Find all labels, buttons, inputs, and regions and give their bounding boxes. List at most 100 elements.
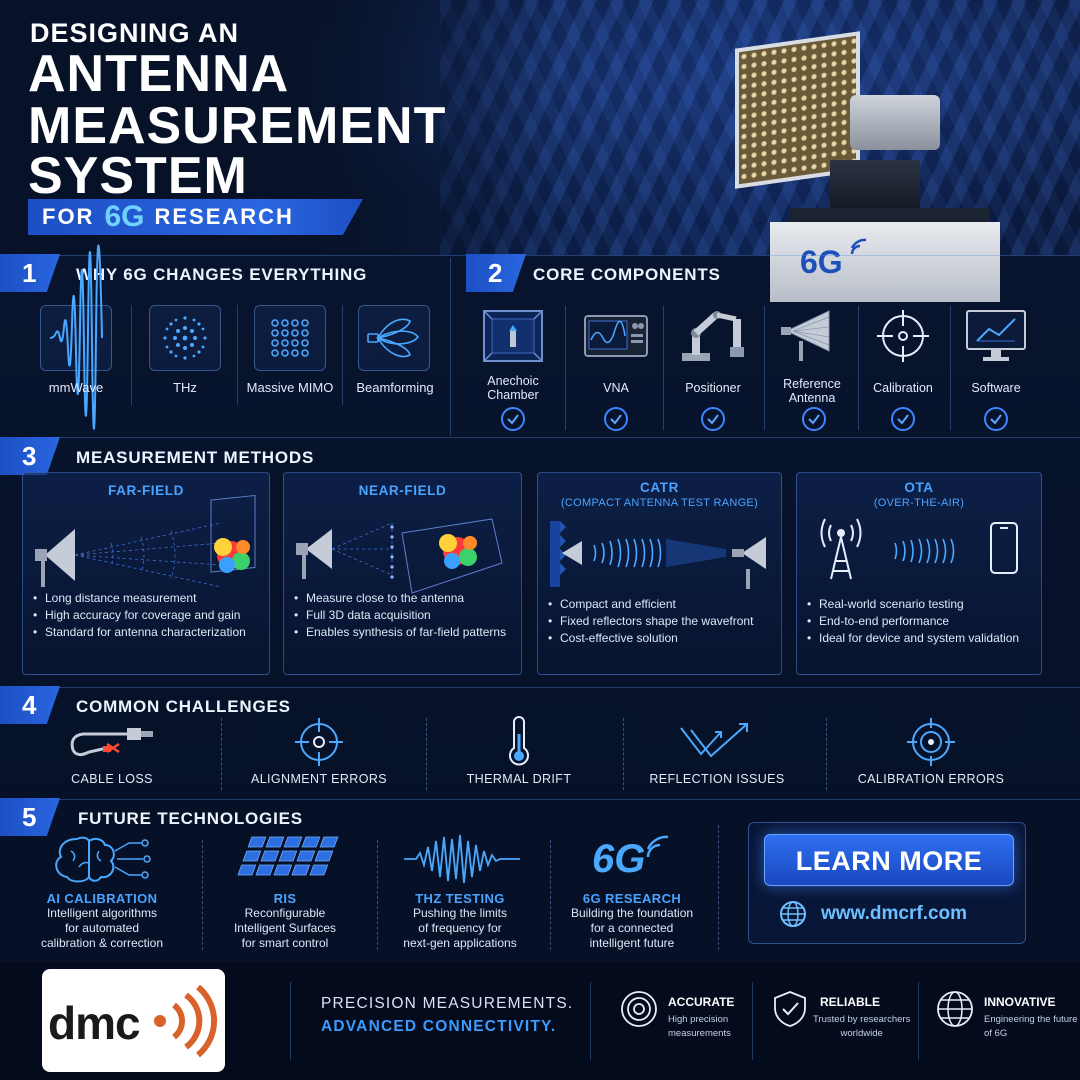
bullet-item: Ideal for device and system validation (807, 631, 1035, 645)
far-field-card: FAR-FIELD Long distance measurement High… (22, 472, 270, 675)
banner-research: RESEARCH (154, 204, 294, 229)
beamforming-tile (358, 305, 430, 371)
dot-grid-icon (271, 319, 309, 357)
6g-research-item: 6G (572, 830, 692, 888)
near-field-card: NEAR-FIELD Measure close to the antenna … (283, 472, 522, 675)
bullet-item: Long distance measurement (33, 591, 263, 605)
vna-icon (584, 315, 648, 357)
learn-more-button[interactable]: LEARN MORE (764, 834, 1014, 886)
globe-icon (937, 991, 973, 1027)
reflection-issues-item (677, 716, 757, 768)
thermometer-icon (509, 716, 529, 766)
section-divider (0, 799, 1080, 800)
thz-testing-desc: Pushing the limits of frequency for next… (403, 906, 517, 950)
thermal-drift-label: THERMAL DRIFT (466, 772, 572, 786)
shield-check-icon (774, 991, 806, 1027)
reference-antenna-label: Reference Antenna (783, 377, 841, 405)
ota-title: OTA (904, 480, 934, 495)
thz-testing-item (402, 830, 522, 888)
footer: dmc PRECISION MEASUREMENTS. ADVANCED CON… (0, 962, 1080, 1080)
divider (950, 306, 951, 430)
equipment-cabinet: 6G (770, 222, 1000, 302)
antenna-positioner-illustration: 6G (720, 10, 1000, 302)
near-field-bullets: Measure close to the antenna Full 3D dat… (294, 591, 515, 642)
section3-title: MEASUREMENT METHODS (76, 448, 315, 467)
ai-calibration-title: AI CALIBRATION (46, 891, 158, 906)
divider (752, 982, 753, 1060)
mmwave-label: mmWave (48, 380, 104, 395)
divider (550, 840, 551, 950)
far-field-bullets: Long distance measurement High accuracy … (33, 591, 263, 642)
banner-6g: 6G (104, 200, 145, 233)
divider (426, 718, 427, 790)
waveform-icon (49, 244, 103, 430)
divider (342, 305, 343, 405)
beam-lobes-icon (367, 318, 420, 358)
thz-label: THz (173, 380, 197, 395)
check-icon (891, 407, 915, 431)
section5-title: FUTURE TECHNOLOGIES (78, 809, 303, 828)
bullet-item: Enables synthesis of far-field patterns (294, 625, 515, 639)
anechoic-chamber-item (478, 306, 548, 366)
robot-arm-icon (682, 311, 744, 361)
section4-title: COMMON CHALLENGES (76, 697, 291, 716)
section1-title: WHY 6G CHANGES EVERYTHING (76, 265, 368, 284)
thz-testing-title: THZ TESTING (415, 891, 505, 906)
catr-bullets: Compact and efficient Fixed reflectors s… (548, 597, 775, 648)
brain-circuit-icon (55, 836, 151, 883)
monitor-chart-icon (966, 310, 1026, 361)
ris-title: RIS (273, 891, 297, 906)
far-field-title: FAR-FIELD (108, 483, 184, 498)
ai-calibration-item (42, 830, 162, 888)
hero-title-line1: DESIGNING AN (30, 18, 240, 48)
cable-loss-item (70, 716, 153, 768)
concentric-target-icon (621, 991, 657, 1027)
innovative-desc: Engineering the future of 6G (984, 1014, 1078, 1039)
6g-research-title: 6G RESEARCH (582, 891, 682, 906)
positioner-base (830, 160, 920, 210)
massive-mimo-label: Massive MIMO (246, 380, 334, 395)
ota-card: OTA (OVER-THE-AIR) Real-world scenario t… (796, 472, 1042, 675)
banner-for: FOR (42, 204, 95, 229)
divider (590, 982, 591, 1060)
6g-research-desc: Building the foundation for a connected … (570, 906, 694, 950)
alignment-errors-item (279, 716, 359, 768)
bullet-item: High accuracy for coverage and gain (33, 608, 263, 622)
vna-item (581, 306, 651, 366)
logo-text: dmc (48, 997, 141, 1049)
catr-illustration (550, 521, 766, 589)
section1-number: 1 (0, 254, 60, 292)
signal-waves-icon (154, 984, 217, 1058)
calibration-item (868, 306, 938, 366)
ai-calibration-desc: Intelligent algorithms for automated cal… (40, 906, 164, 950)
dmc-logo: dmc (42, 969, 225, 1072)
hero-title-line2: ANTENNA (28, 45, 290, 103)
anechoic-chamber-label: Anechoic Chamber (487, 374, 539, 402)
accurate-title: ACCURATE (668, 995, 735, 1009)
ris-item (230, 830, 350, 888)
target-icon (907, 718, 955, 766)
cable-loss-label: CABLE LOSS (71, 772, 153, 786)
divider (764, 306, 765, 430)
massive-mimo-tile (254, 305, 326, 371)
section3-number: 3 (0, 437, 60, 475)
hero-title-line3: MEASUREMENT (28, 97, 447, 155)
divider (718, 825, 719, 950)
bullet-item: Standard for antenna characterization (33, 625, 263, 639)
alignment-errors-label: ALIGNMENT ERRORS (250, 772, 388, 786)
section2-title: CORE COMPONENTS (533, 265, 721, 284)
section-divider (0, 437, 1080, 438)
learn-more-panel: LEARN MORE www.dmcrf.com (748, 822, 1026, 944)
reference-antenna-item (777, 306, 847, 366)
hero-section: 6G DESIGNING AN ANTENNA MEASUREMENT SYST… (0, 0, 1080, 302)
divider (237, 305, 238, 405)
divider (202, 840, 203, 950)
6g-signal-icon: 6G (582, 831, 682, 887)
section-divider (0, 255, 1080, 256)
positioner-plate (790, 208, 990, 222)
calibration-errors-item (891, 716, 971, 768)
positioner-arm (850, 95, 940, 150)
website-link[interactable]: www.dmcrf.com (821, 903, 968, 924)
check-icon (501, 407, 525, 431)
